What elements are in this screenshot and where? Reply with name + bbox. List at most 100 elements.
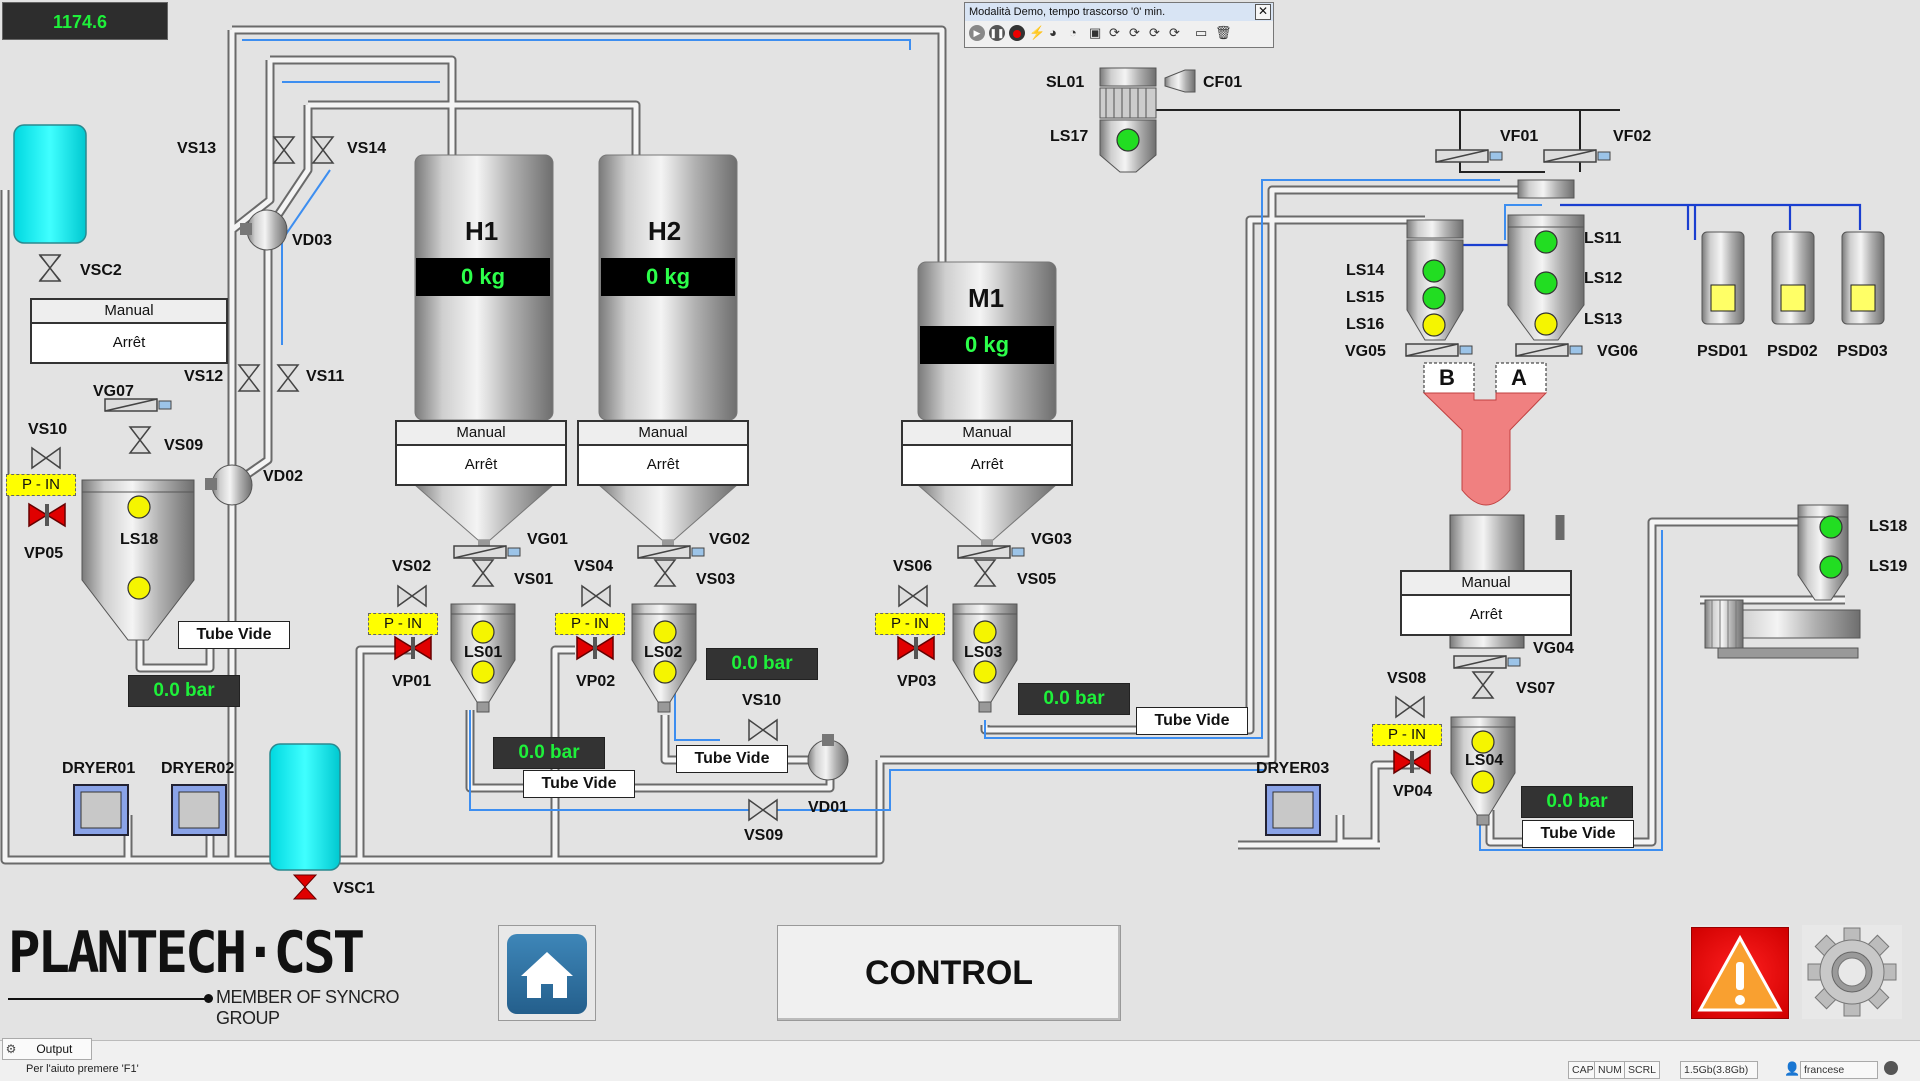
demo-mode-window[interactable]: Modalità Demo, tempo trascorso '0' min. … [964, 2, 1274, 48]
state-label: Arrêt [646, 456, 680, 473]
tag-vs10: VS10 [28, 421, 68, 438]
stop-icon[interactable] [1009, 25, 1025, 41]
pie-chart-icon[interactable]: ◔ [1069, 25, 1077, 40]
mode-label: Manual [1402, 572, 1570, 596]
silo-m1-weight: 0 kg [920, 326, 1054, 364]
tag-ls16: LS16 [1346, 316, 1385, 333]
home-icon [507, 934, 587, 1014]
logo-sub-text: MEMBER OF SYNCRO GROUP [216, 987, 400, 1028]
lightning-icon[interactable]: ⚡ [1029, 25, 1046, 40]
tube-vide-label: Tube Vide [178, 621, 290, 649]
tube-vide-label: Tube Vide [1522, 820, 1634, 848]
refresh-icon[interactable]: ⟳ [1169, 25, 1180, 40]
tag-vp04: VP04 [1393, 783, 1433, 800]
logo-main-text: PLANTECH·CST [8, 919, 365, 986]
tag-vp01: VP01 [392, 673, 432, 690]
tag-dryer01: DRYER01 [62, 760, 136, 777]
mode-label: Manual [32, 300, 226, 324]
refresh-icon[interactable]: ⟳ [1149, 25, 1160, 40]
tag-vg05: VG05 [1345, 343, 1386, 360]
tag-vs05: VS05 [1017, 571, 1057, 588]
tag-psd01: PSD01 [1697, 343, 1748, 360]
mode-label: Manual [903, 422, 1071, 446]
manual-panel-h2[interactable]: Manual Arrêt [577, 420, 749, 486]
close-icon[interactable]: ✕ [1255, 4, 1271, 20]
tag-ls18: LS18 [120, 531, 159, 548]
tag-vs06: VS06 [893, 558, 933, 575]
tag-vs09: VS09 [164, 437, 204, 454]
tag-vsc2: VSC2 [80, 262, 122, 279]
pressure-readout: 0.0 bar [1521, 786, 1633, 818]
manual-panel-m1[interactable]: Manual Arrêt [901, 420, 1073, 486]
silo-h2-label: H2 [648, 216, 682, 246]
tag-vs11: VS11 [306, 368, 345, 385]
mode-label: Manual [397, 422, 565, 446]
control-button[interactable]: CONTROL [777, 925, 1121, 1021]
play-icon[interactable]: ▶ [969, 25, 985, 41]
tag-vd03: VD03 [292, 232, 333, 249]
alarm-button[interactable] [1690, 925, 1790, 1019]
tag-vs01: VS01 [514, 571, 554, 588]
company-logo: PLANTECH·CST MEMBER OF SYNCRO GROUP [8, 919, 408, 1028]
tag-vs08: VS08 [1387, 670, 1427, 687]
hopper-b-label: B [1439, 365, 1455, 390]
silo-h1-shape [413, 154, 555, 548]
state-label: Arrêt [464, 456, 498, 473]
refresh-icon[interactable]: ⟳ [1109, 25, 1120, 40]
window-icon[interactable]: ▣ [1089, 25, 1102, 40]
silo-m1-label: M1 [968, 283, 1005, 313]
tag-vs02: VS02 [392, 558, 432, 575]
manual-panel-mixer[interactable]: Manual Arrêt [1400, 570, 1572, 636]
silo-h2-weight: 0 kg [601, 258, 735, 296]
tag-dryer02: DRYER02 [161, 760, 235, 777]
tag-ls04: LS04 [1465, 752, 1504, 769]
warning-icon [1691, 927, 1789, 1019]
tag-dryer03: DRYER03 [1256, 760, 1330, 777]
output-tab-label: Output [36, 1042, 73, 1056]
pressure-readout: 0.0 bar [128, 675, 240, 707]
tag-vs14: VS14 [347, 140, 387, 157]
demo-window-titlebar[interactable]: Modalità Demo, tempo trascorso '0' min. … [965, 3, 1273, 21]
tag-vp05: VP05 [24, 545, 64, 562]
memory-indicator: 1.5Gb(3.8Gb) [1680, 1061, 1758, 1079]
tag-ls02: LS02 [644, 644, 683, 661]
manual-panel-vsc2[interactable]: Manual Arrêt [30, 298, 228, 364]
tag-vg03: VG03 [1031, 531, 1072, 548]
settings-button[interactable] [1802, 925, 1902, 1019]
tube-vide-label: Tube Vide [523, 770, 635, 798]
tag-vp03: VP03 [897, 673, 937, 690]
output-tab[interactable]: ⚙ Output [2, 1038, 92, 1060]
demo-window-toolbar: ▶ ❚❚ ⚡ ◕ ◔ ▣ ⟳ ⟳ ⟳ ⟳ ▭ 🗑 [965, 21, 1273, 45]
tag-vs13: VS13 [177, 140, 217, 157]
pressure-readout: 0.0 bar [493, 737, 605, 769]
tube-vide-label: Tube Vide [1136, 707, 1248, 735]
status-bar: Per l'aiuto premere 'F1' CAP NUM SCRL 1.… [0, 1040, 1920, 1081]
tube-vide-label: Tube Vide [676, 745, 788, 773]
trash-icon[interactable]: 🗑 [1215, 25, 1232, 40]
language-indicator[interactable]: francese [1800, 1061, 1878, 1079]
state-label: Arrêt [1469, 606, 1503, 623]
tag-cf01: CF01 [1203, 74, 1243, 91]
pie-chart-icon[interactable]: ◕ [1049, 25, 1057, 40]
tag-vf01: VF01 [1500, 128, 1539, 145]
tag-vd01: VD01 [808, 799, 849, 816]
tag-vp02: VP02 [576, 673, 616, 690]
tag-ls17: LS17 [1050, 128, 1089, 145]
tag-ls18-b: LS18 [1869, 518, 1908, 535]
tag-ls14: LS14 [1346, 262, 1385, 279]
tag-vs07: VS07 [1516, 680, 1556, 697]
pause-icon[interactable]: ❚❚ [989, 25, 1005, 41]
tag-vg01: VG01 [527, 531, 568, 548]
tag-vs04: VS04 [574, 558, 614, 575]
tag-vs10-b: VS10 [742, 692, 782, 709]
control-label: CONTROL [864, 954, 1034, 992]
monitor-icon[interactable]: ▭ [1195, 25, 1208, 40]
process-diagram [0, 25, 1885, 900]
tag-vg06: VG06 [1597, 343, 1638, 360]
tag-ls03: LS03 [964, 644, 1003, 661]
home-button[interactable] [498, 925, 596, 1021]
manual-panel-h1[interactable]: Manual Arrêt [395, 420, 567, 486]
tag-vs12: VS12 [184, 368, 224, 385]
demo-window-title: Modalità Demo, tempo trascorso '0' min. [969, 6, 1166, 18]
refresh-icon[interactable]: ⟳ [1129, 25, 1140, 40]
